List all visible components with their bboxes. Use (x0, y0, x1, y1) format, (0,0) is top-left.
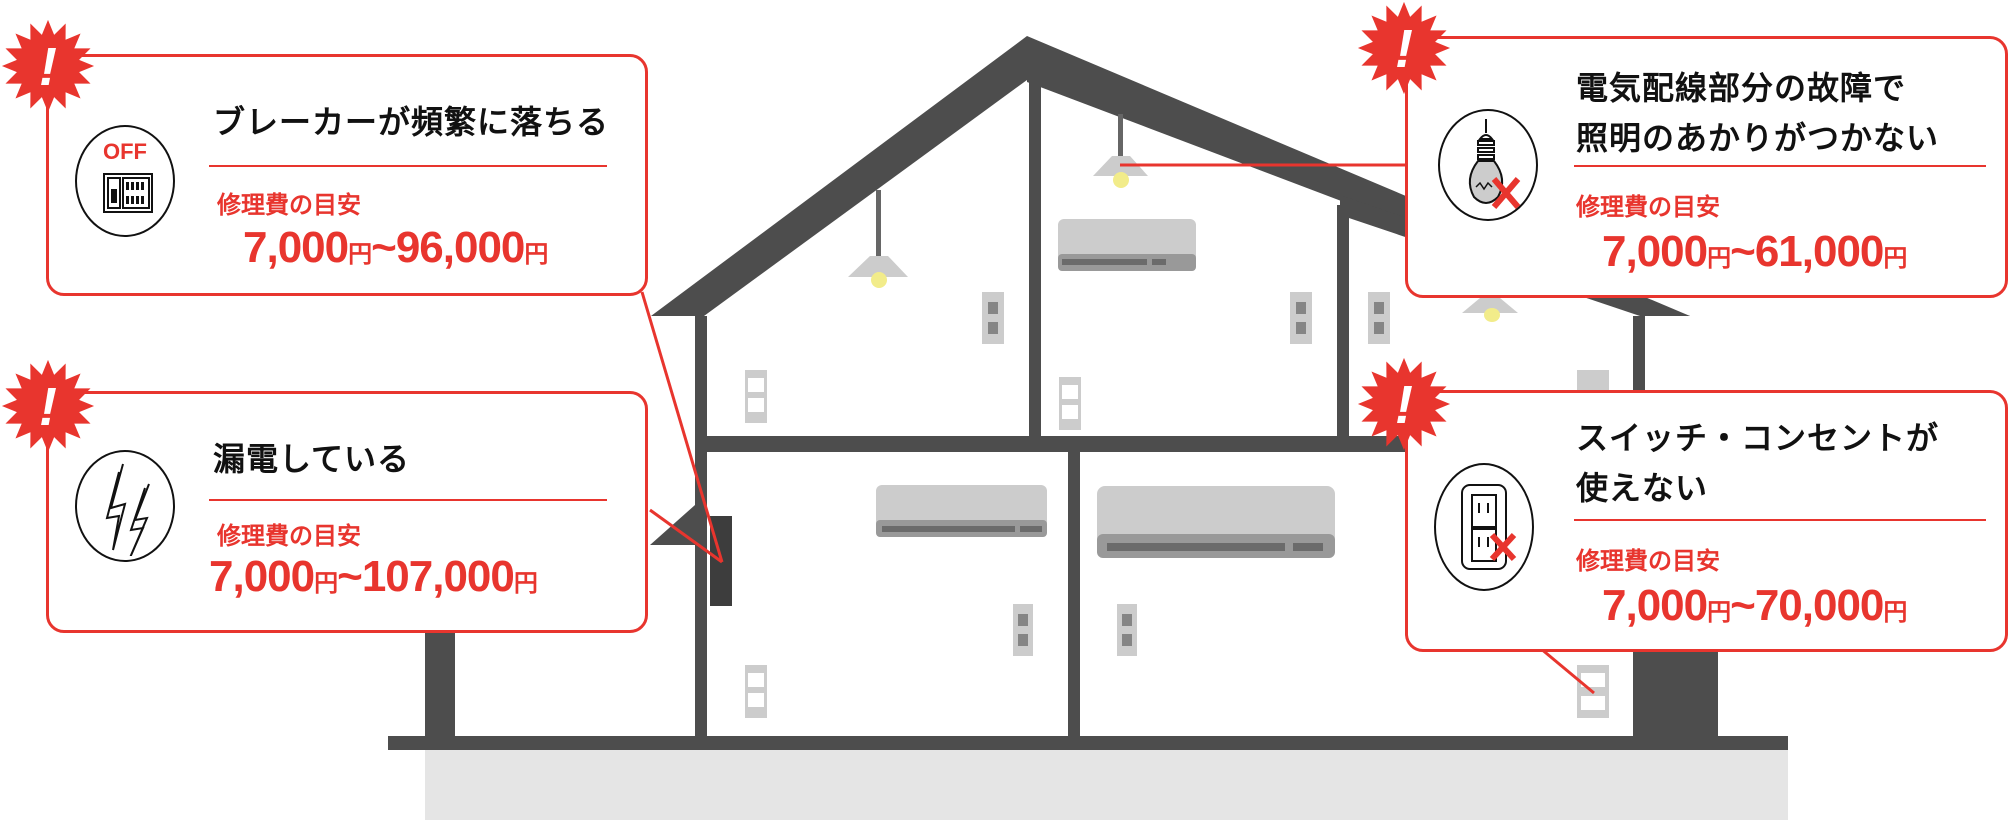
icon-circle (1438, 109, 1538, 221)
cost-label: 修理費の目安 (1576, 547, 1720, 575)
price-min: 7,000 (209, 552, 315, 601)
pendant-light (1093, 114, 1148, 188)
price-max: 96,000 (395, 223, 526, 272)
svg-text:!: ! (1395, 375, 1413, 435)
title-line: スイッチ・コンセントが (1576, 419, 1940, 457)
air-conditioner (1097, 486, 1335, 558)
divider (209, 499, 607, 501)
title-line: 照明のあかりがつかない (1576, 119, 1940, 157)
price-max: 107,000 (361, 552, 515, 601)
callout-leakage: 漏電している 修理費の目安 7,000円~107,000円 (46, 391, 648, 633)
callout-outlet: スイッチ・コンセントが 使えない 修理費の目安 7,000円~70,000円 (1405, 390, 2008, 652)
floor-slab (388, 736, 1788, 750)
title-line: 電気配線部分の故障で (1576, 69, 1907, 107)
price-min: 7,000 (1602, 227, 1708, 276)
leader-line (649, 508, 723, 564)
divider (1574, 519, 1986, 521)
cost-label: 修理費の目安 (217, 191, 361, 219)
price-min: 7,000 (243, 223, 349, 272)
svg-text:!: ! (1395, 19, 1413, 79)
divider (1574, 165, 1986, 167)
price-range: 7,000円~96,000円 (243, 223, 548, 272)
wall-outlet (745, 370, 767, 423)
price-min: 7,000 (1602, 581, 1708, 630)
roof-left (651, 36, 1027, 316)
callout-title: ブレーカーが頻繁に落ちる (213, 103, 610, 141)
price-range: 7,000円~61,000円 (1602, 227, 1907, 276)
wall-right-base (1633, 650, 1718, 748)
cost-label: 修理費の目安 (1576, 193, 1720, 221)
icon-circle (1434, 463, 1534, 591)
lightning-icon (105, 463, 150, 556)
title-line: 使えない (1576, 469, 1709, 507)
pendant-light (848, 190, 908, 288)
ground (425, 748, 1788, 820)
light-switch (982, 292, 1004, 344)
cost-label: 修理費の目安 (217, 522, 361, 550)
light-switch (1368, 292, 1390, 344)
wall-outlet (1577, 370, 1609, 390)
breaker-off-icon (103, 173, 153, 213)
air-conditioner (1058, 219, 1196, 271)
wall-left (695, 316, 707, 748)
price-range: 7,000円~107,000円 (209, 552, 538, 601)
off-label: OFF (103, 139, 147, 164)
warning-burst-icon: ! (1357, 1, 1451, 95)
svg-text:!: ! (39, 377, 57, 437)
icon-circle: OFF (75, 125, 175, 237)
porch-post (425, 630, 455, 748)
svg-text:!: ! (39, 37, 57, 97)
wall-outlet (745, 665, 767, 718)
partition-upper-center (1029, 80, 1041, 436)
wall-outlet (1059, 377, 1081, 430)
divider (209, 165, 607, 167)
pendant-light (1462, 298, 1518, 322)
broken-bulb-icon (1468, 119, 1521, 209)
light-switch (1290, 292, 1312, 344)
callout-title: 漏電している (213, 440, 411, 478)
leader-line (640, 291, 724, 563)
callout-title: 電気配線部分の故障で 照明のあかりがつかない (1576, 63, 1939, 163)
callout-title: スイッチ・コンセントが 使えない (1576, 413, 1939, 513)
icon-circle (75, 450, 175, 562)
warning-burst-icon: ! (1, 19, 95, 113)
price-range: 7,000円~70,000円 (1602, 581, 1907, 630)
price-max: 61,000 (1754, 227, 1885, 276)
leader-line (1539, 646, 1595, 695)
partition-lower (1068, 452, 1080, 742)
price-max: 70,000 (1754, 581, 1885, 630)
callout-breaker: OFF ブレーカーが頻繁に落ちる 修理費の目安 7,000円~96,000円 (46, 54, 648, 296)
light-switch (1117, 604, 1137, 656)
air-conditioner (876, 485, 1047, 537)
partition-upper-right (1337, 205, 1349, 436)
warning-burst-icon: ! (1357, 357, 1451, 451)
broken-outlet-icon (1461, 484, 1517, 570)
light-switch (1013, 604, 1033, 656)
warning-burst-icon: ! (1, 359, 95, 453)
callout-lighting: 電気配線部分の故障で 照明のあかりがつかない 修理費の目安 7,000円~61,… (1405, 36, 2008, 298)
